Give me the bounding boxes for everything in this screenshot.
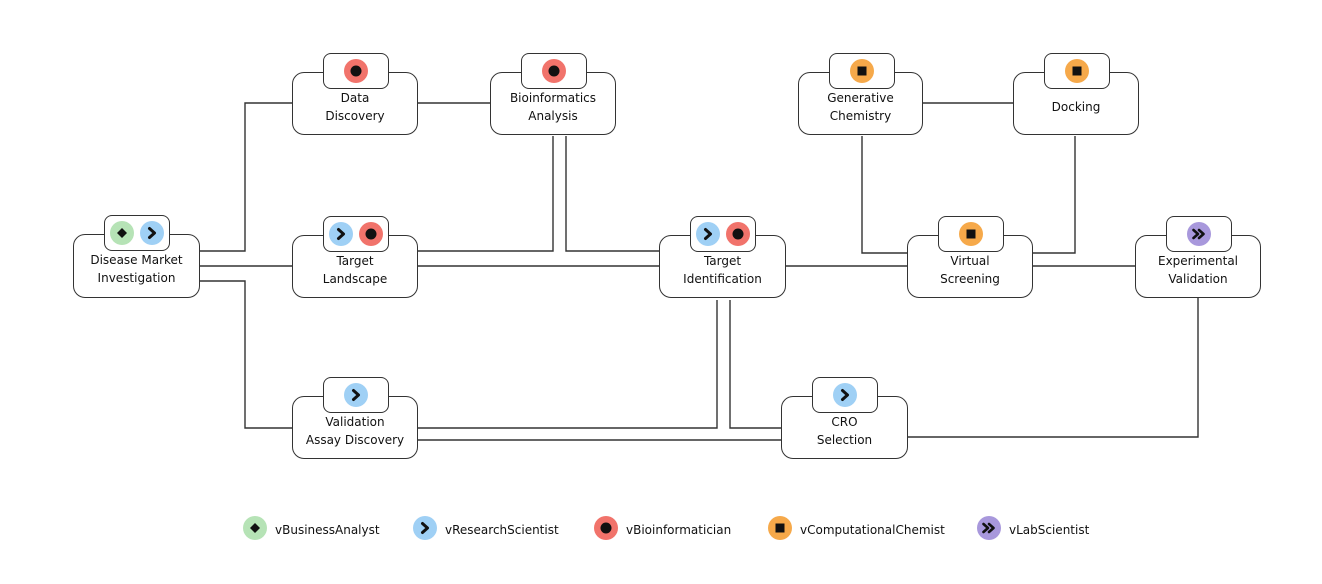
node-validation-assay-discovery[interactable]: Validation Assay Discovery (292, 377, 418, 459)
node-label: Target Landscape (322, 253, 388, 286)
role-badge (690, 216, 756, 252)
edge-target-identification-to-cro (729, 300, 781, 429)
role-badge (323, 377, 389, 413)
legend-swatch (768, 516, 792, 544)
node-generative-chemistry[interactable]: Generative Chemistry (798, 53, 923, 135)
role-badge (938, 216, 1004, 252)
node-virtual-screening[interactable]: Virtual Screening (907, 216, 1033, 298)
diamond-icon (110, 221, 134, 245)
legend-swatch (594, 516, 618, 544)
node-label: Experimental Validation (1157, 253, 1239, 286)
node-label: Data Discovery (325, 90, 385, 123)
node-label: CRO Selection (816, 414, 873, 447)
node-label: Generative Chemistry (827, 90, 894, 123)
dot-icon (726, 222, 750, 246)
double-chevron-icon (977, 516, 1001, 540)
role-badge (812, 377, 878, 413)
role-legend: vBusinessAnalyst vResearchScientist vBio… (0, 516, 1322, 544)
role-badge (323, 53, 389, 89)
role-badge (323, 216, 389, 252)
edge-docking-to-virtual-screening (1033, 136, 1076, 254)
node-label: Disease Market Investigation (90, 253, 183, 285)
legend-swatch (413, 516, 437, 544)
dot-icon (359, 222, 383, 246)
legend-label: vBioinformatician (626, 523, 732, 537)
legend-label: vBusinessAnalyst (275, 523, 380, 537)
legend-label: vComputationalChemist (800, 523, 945, 537)
role-badge (1166, 216, 1232, 252)
edge-generative-to-virtual-screening (861, 136, 907, 254)
square-icon (850, 59, 874, 83)
role-badge (104, 215, 170, 251)
legend-item-business-analyst: vBusinessAnalyst (243, 516, 380, 544)
chevron-right-icon (696, 222, 720, 246)
legend-item-lab-scientist: vLabScientist (977, 516, 1089, 544)
legend-label: vLabScientist (1009, 523, 1090, 537)
node-experimental-validation[interactable]: Experimental Validation (1135, 216, 1261, 298)
node-data-discovery[interactable]: Data Discovery (292, 53, 418, 135)
node-target-identification[interactable]: Target Identification (659, 216, 786, 298)
node-docking[interactable]: Docking (1013, 53, 1139, 135)
edge-disease-to-validation-assay (200, 280, 292, 429)
edge-bioinformatics-to-target-identification (565, 136, 659, 252)
dot-icon (344, 59, 368, 83)
diamond-icon (243, 516, 267, 540)
chevron-right-icon (140, 221, 164, 245)
edge-bioinformatics-to-target-landscape (418, 136, 554, 252)
node-label: Docking (1051, 99, 1101, 114)
legend-item-computational-chemist: vComputationalChemist (768, 516, 945, 544)
node-cro-selection[interactable]: CRO Selection (781, 377, 908, 459)
node-label: Validation Assay Discovery (305, 414, 405, 447)
legend-swatch (243, 516, 267, 544)
edge-target-identification-to-validation-assay (418, 300, 718, 429)
node-disease-market-investigation[interactable]: Disease Market Investigation (73, 215, 200, 298)
chevron-right-icon (833, 383, 857, 407)
node-target-landscape[interactable]: Target Landscape (292, 216, 418, 298)
node-label: Bioinformatics Analysis (509, 90, 597, 123)
role-badge (829, 53, 895, 89)
legend-item-bioinformatician: vBioinformatician (594, 516, 731, 544)
chevron-right-icon (329, 222, 353, 246)
dot-icon (594, 516, 618, 540)
legend-label: vResearchScientist (445, 523, 559, 537)
node-bioinformatics-analysis[interactable]: Bioinformatics Analysis (490, 53, 616, 135)
dot-icon (542, 59, 566, 83)
legend-swatch (977, 516, 1001, 544)
edge-experimental-to-cro (908, 298, 1199, 438)
edge-disease-to-data-discovery (200, 102, 292, 252)
role-badge (521, 53, 587, 89)
double-chevron-icon (1187, 222, 1211, 246)
legend-item-research-scientist: vResearchScientist (413, 516, 559, 544)
square-icon (1065, 59, 1089, 83)
node-label: Virtual Screening (940, 253, 1000, 286)
role-badge (1044, 53, 1110, 89)
chevron-right-icon (344, 383, 368, 407)
node-label: Target Identification (683, 253, 762, 286)
square-icon (959, 222, 983, 246)
chevron-right-icon (413, 516, 437, 540)
square-icon (768, 516, 792, 540)
